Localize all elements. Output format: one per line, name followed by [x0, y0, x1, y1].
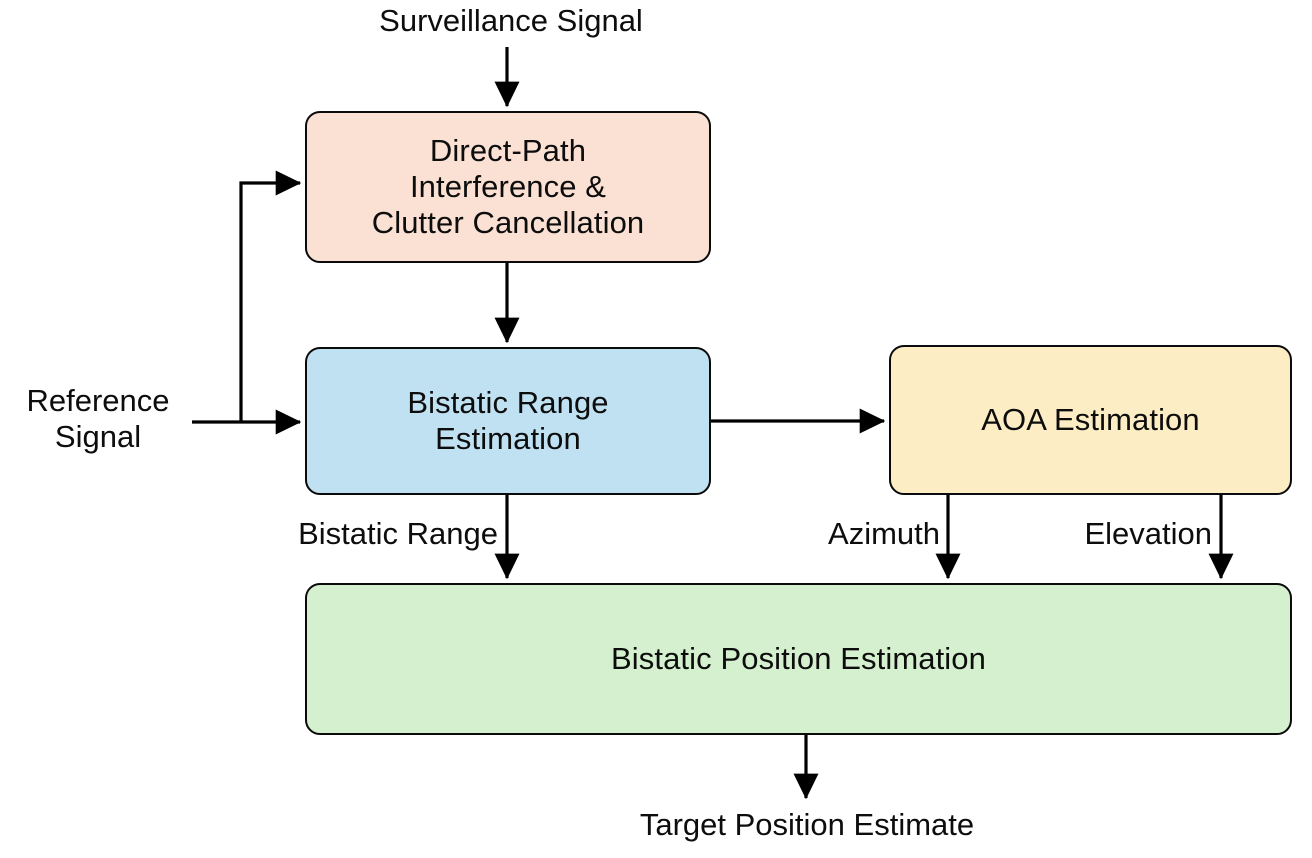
node-label: Bistatic Position Estimation [611, 641, 986, 677]
label-surveillance-signal: Surveillance Signal [379, 3, 643, 38]
node-aoa-estimation[interactable]: AOA Estimation [889, 345, 1292, 495]
label-reference-signal: Reference Signal [26, 383, 170, 454]
edge-reference-to-dpi [239, 170, 302, 422]
node-label: AOA Estimation [981, 402, 1200, 438]
label-target-position-estimate: Target Position Estimate [639, 807, 975, 842]
node-label: Bistatic Range Estimation [407, 385, 609, 456]
node-bistatic-range-estimation[interactable]: Bistatic Range Estimation [305, 347, 711, 495]
node-label: Direct-Path Interference & Clutter Cance… [371, 133, 645, 240]
node-direct-path-interference-clutter-cancellation[interactable]: Direct-Path Interference & Clutter Cance… [305, 111, 711, 263]
label-bistatic-range: Bistatic Range [298, 516, 498, 551]
node-bistatic-position-estimation[interactable]: Bistatic Position Estimation [305, 583, 1292, 735]
label-elevation: Elevation [1084, 516, 1212, 551]
label-azimuth: Azimuth [828, 516, 940, 551]
